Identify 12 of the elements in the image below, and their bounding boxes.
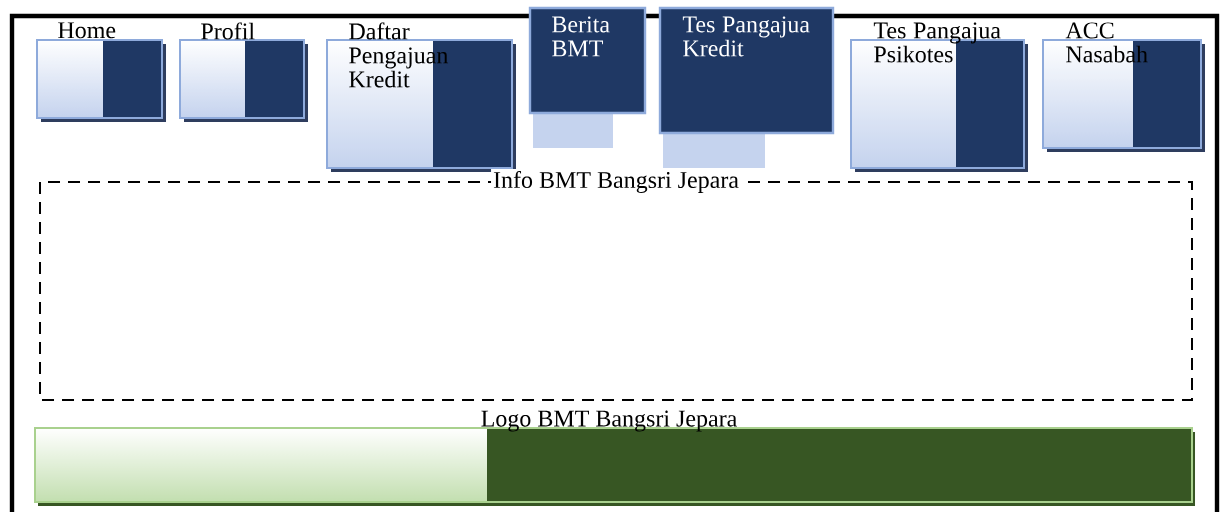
node-label: Logo BMT Bangsri Jepara [481, 410, 737, 432]
menu-tab: Profil [179, 22, 308, 122]
menu-tab: Home [36, 22, 166, 122]
node-label: ACC [1065, 22, 1114, 39]
menu-tab: Tes Pangajua Kredit [658, 6, 835, 168]
node-label: Profil [201, 22, 255, 40]
content-panel: Info BMT Bangsri Jepara [39, 168, 1193, 401]
node-label: Tes Pangajua [873, 22, 1001, 44]
footer-bar: Logo BMT Bangsri Jepara [34, 410, 1195, 506]
menu-tab: Berita BMT [528, 6, 647, 148]
node-label: Daftar [349, 22, 410, 40]
node-label: Home [58, 22, 116, 39]
